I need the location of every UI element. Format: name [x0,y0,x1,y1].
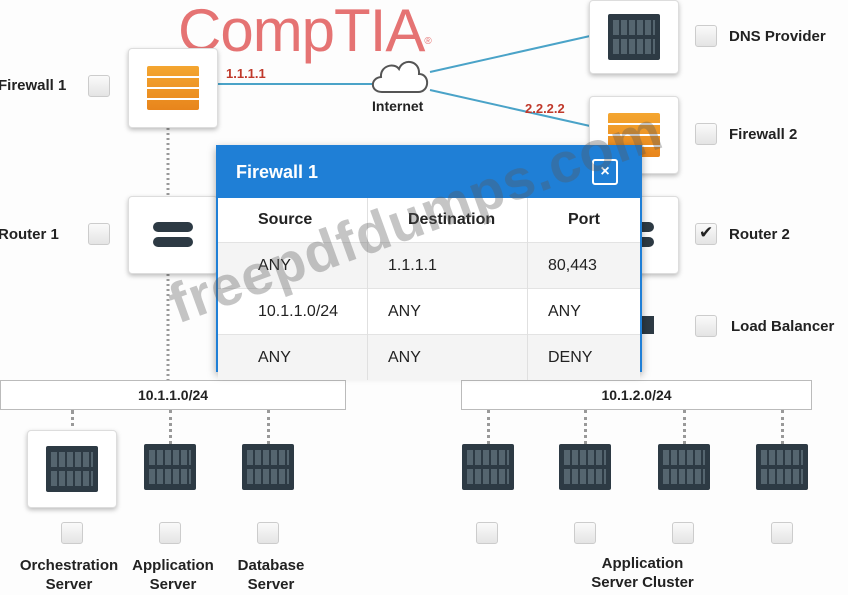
load-balancer-icon [640,316,654,334]
drop-line [71,410,74,434]
router1-node[interactable] [128,196,218,274]
orchestration-server-checkbox[interactable] [61,522,83,544]
firewall-icon [147,66,199,110]
server-icon [658,444,710,490]
table-row: 10.1.1.0/24 ANY ANY [218,288,640,335]
cluster-server-node[interactable] [462,444,514,490]
rule-source-cell[interactable]: 10.1.1.0/24 [218,288,368,335]
column-header-port: Port [568,211,600,228]
rule-destination-cell[interactable]: ANY [367,288,528,335]
server-icon [46,446,98,492]
rule-port-cell[interactable]: ANY [527,288,640,335]
firewall1-label: Firewall 1 [0,77,67,94]
drop-line [781,410,784,444]
rule-source-cell[interactable]: ANY [218,334,368,380]
cluster-server-checkbox[interactable] [672,522,694,544]
server-icon [462,444,514,490]
firewall2-checkbox[interactable] [695,123,717,145]
dialog-title: Firewall 1 [236,162,319,182]
firewall-rules-table: Source Destination Port ANY 1.1.1.1 80,4… [218,198,640,380]
subnet-right: 10.1.2.0/24 [461,380,812,410]
application-server-checkbox[interactable] [159,522,181,544]
internet-label: Internet [372,98,424,114]
dns-provider-label: DNS Provider [729,28,826,45]
router-icon [153,222,193,248]
rule-port-cell[interactable]: 80,443 [527,242,640,289]
server-icon [242,444,294,490]
internet-cloud-icon [371,61,429,93]
server-icon [608,14,660,60]
database-server-node[interactable] [242,444,294,490]
firewall2-label: Firewall 2 [729,126,798,143]
orchestration-server-node[interactable] [27,430,117,508]
dns-provider-checkbox[interactable] [695,25,717,47]
rule-source-cell[interactable]: ANY [218,242,368,289]
fw1-ip-label: 1.1.1.1 [226,66,266,81]
drop-line [267,410,270,444]
rule-destination-cell[interactable]: ANY [367,334,528,380]
comptia-logo: CompTIA® [178,0,432,64]
load-balancer-label: Load Balancer [731,318,835,335]
load-balancer-checkbox[interactable] [695,315,717,337]
cluster-server-checkbox[interactable] [476,522,498,544]
firewall1-node[interactable] [128,48,218,128]
drop-line [584,410,587,444]
rule-port-cell[interactable]: DENY [527,334,640,380]
router2-checkbox[interactable] [695,223,717,245]
cluster-server-checkbox[interactable] [574,522,596,544]
server-icon [144,444,196,490]
close-button[interactable]: × [592,159,618,185]
router1-label: Router 1 [0,226,59,243]
table-row: ANY ANY DENY [218,334,640,380]
application-server-node[interactable] [144,444,196,490]
database-server-checkbox[interactable] [257,522,279,544]
cluster-server-node[interactable] [559,444,611,490]
router1-checkbox[interactable] [88,223,110,245]
table-row: ANY 1.1.1.1 80,443 [218,242,640,289]
drop-line [487,410,490,444]
rule-destination-cell[interactable]: 1.1.1.1 [367,242,528,289]
drop-line [169,410,172,444]
drop-line [683,410,686,444]
subnet-left: 10.1.1.0/24 [0,380,346,410]
dns-provider-node[interactable] [589,0,679,74]
server-icon [756,444,808,490]
column-header-source: Source [218,198,368,243]
cluster-server-checkbox[interactable] [771,522,793,544]
column-header-destination: Destination [367,198,528,243]
firewall1-checkbox[interactable] [88,75,110,97]
firewall-rules-dialog: Firewall 1 × Source Destination Port ANY… [216,145,642,380]
dialog-header: Firewall 1 × [218,147,640,198]
server-icon [559,444,611,490]
cluster-server-node[interactable] [756,444,808,490]
router2-label: Router 2 [729,226,790,243]
cluster-server-node[interactable] [658,444,710,490]
fw2-ip-label: 2.2.2.2 [525,101,565,116]
